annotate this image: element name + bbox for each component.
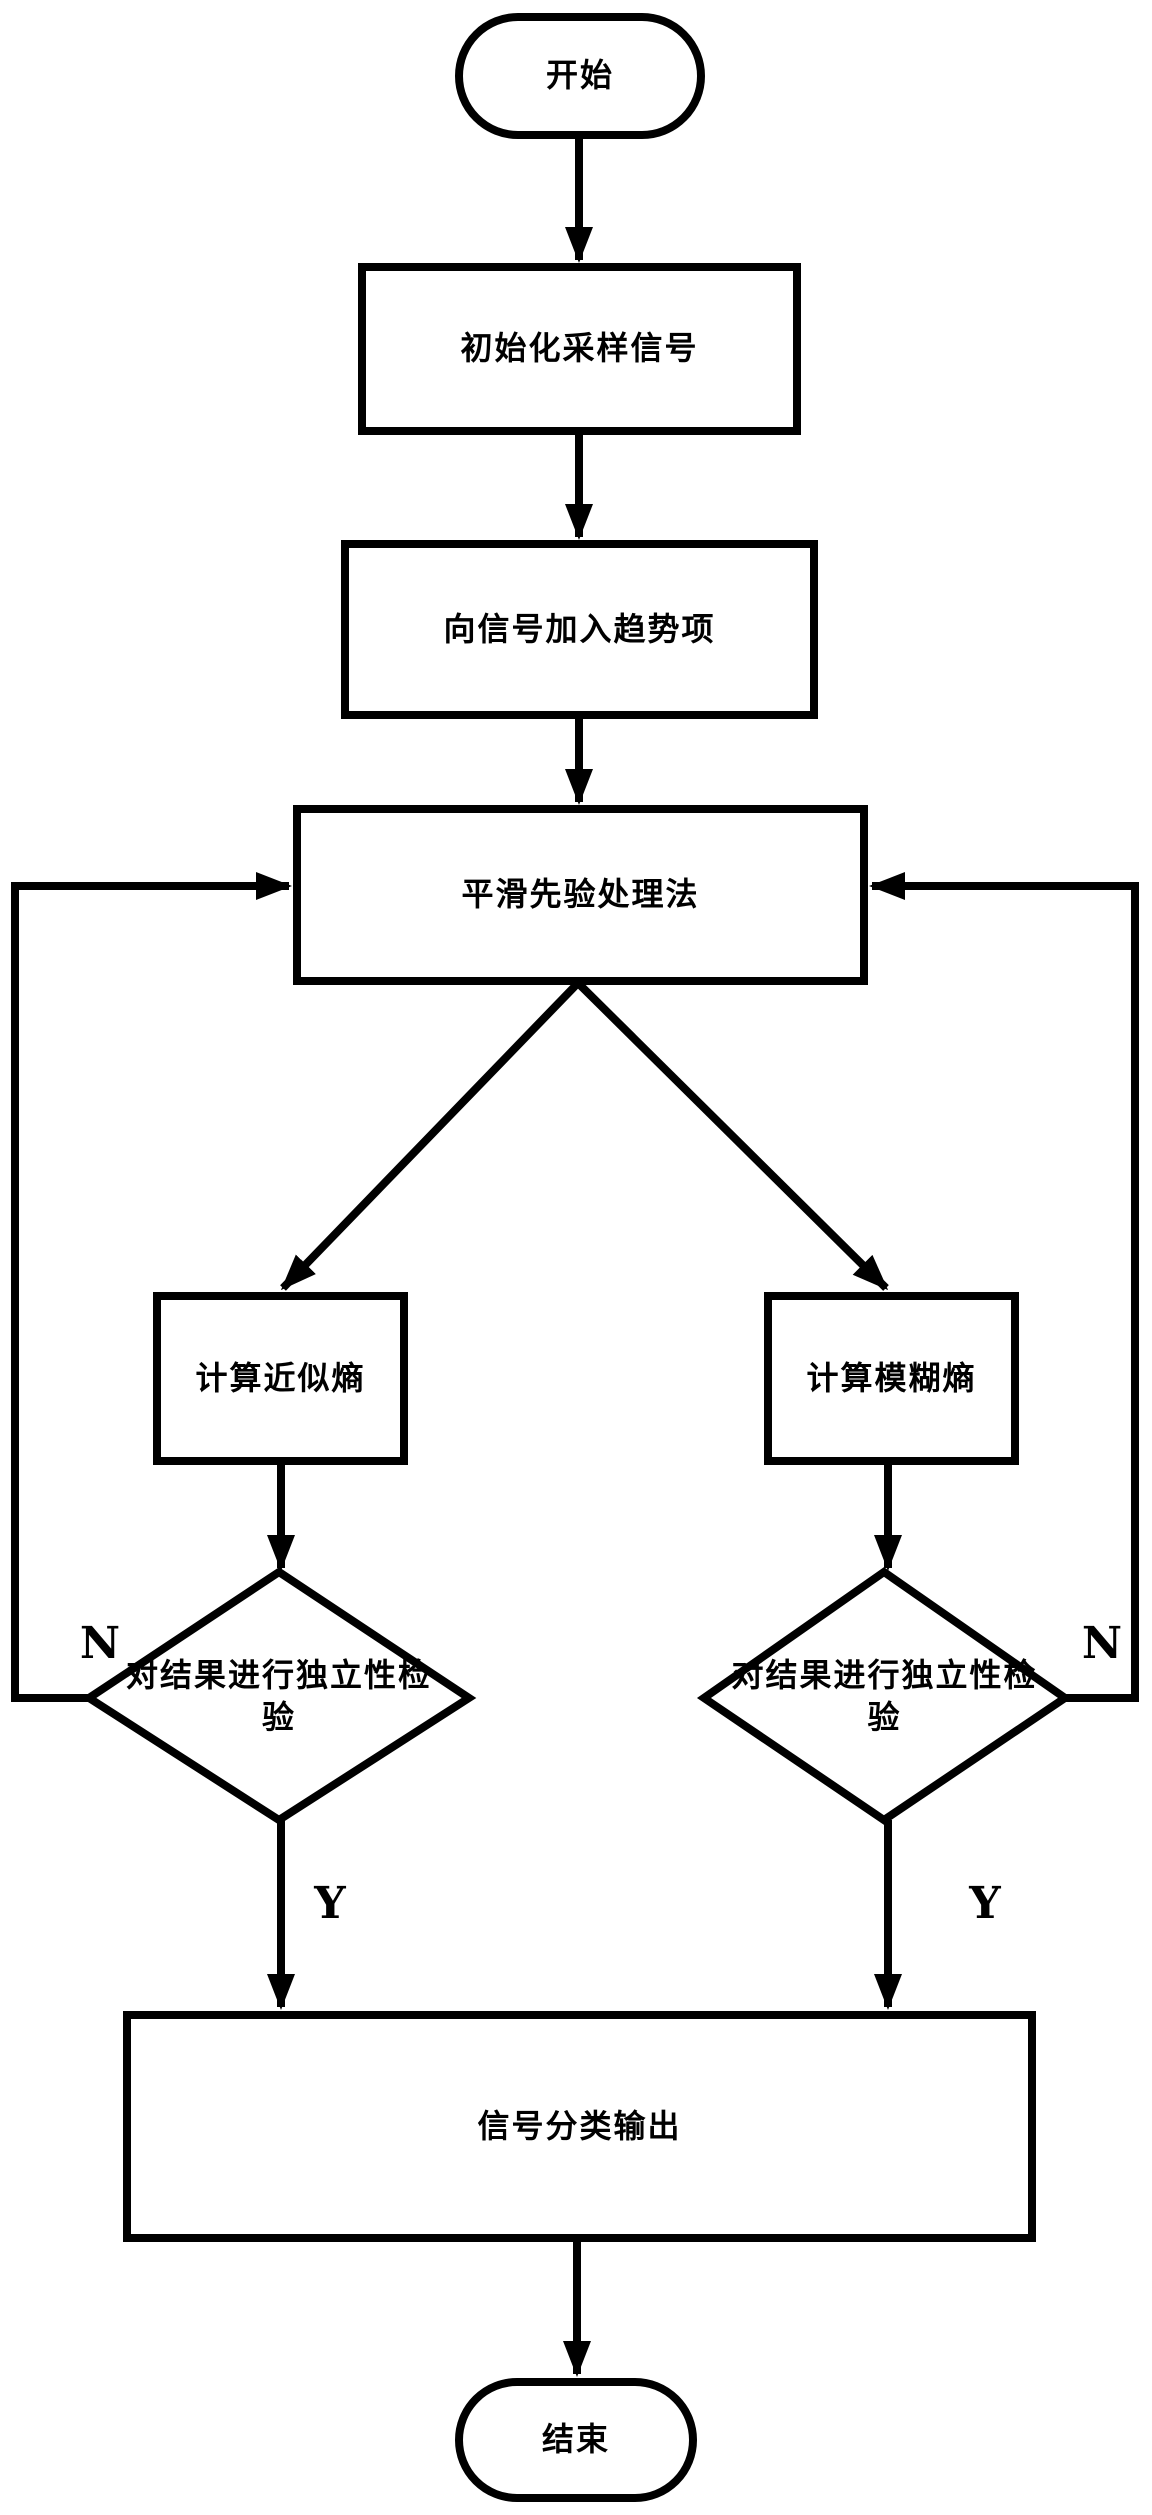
arrow-smooth-to-fuzzy-entropy bbox=[575, 980, 889, 1291]
loop-left-no-to-smooth bbox=[11, 872, 292, 1702]
loop-right-no-to-smooth bbox=[869, 872, 1139, 1702]
process-add-trend-term: 向信号加入趋势项 bbox=[341, 540, 818, 719]
start-label: 开始 bbox=[545, 56, 614, 95]
decision-diamond-right-shape bbox=[696, 1567, 1073, 1825]
process-compute-fuzzy-entropy: 计算模糊熵 bbox=[764, 1292, 1019, 1465]
end-label: 结束 bbox=[541, 2420, 610, 2459]
end-terminator: 结束 bbox=[455, 2378, 697, 2502]
decision-diamond-left-shape bbox=[81, 1567, 477, 1825]
label-n-right: N bbox=[1081, 1618, 1123, 1669]
start-terminator: 开始 bbox=[455, 13, 705, 139]
label-y-right: Y bbox=[969, 1878, 1001, 1929]
process-output-label: 信号分类输出 bbox=[477, 2106, 682, 2145]
process-init-sampling-signal: 初始化采样信号 bbox=[358, 263, 801, 435]
process-apen-label: 计算近似熵 bbox=[195, 1358, 366, 1397]
process-smooth-label: 平滑先验处理法 bbox=[461, 875, 700, 914]
arrow-smooth-to-approx-entropy bbox=[280, 980, 581, 1291]
label-y-left: Y bbox=[314, 1878, 346, 1929]
process-trend-label: 向信号加入趋势项 bbox=[443, 609, 716, 648]
process-init-label: 初始化采样信号 bbox=[460, 329, 699, 368]
decision-left-label: 对结果进行独立性检验 bbox=[125, 1655, 432, 1736]
decision-independence-test-left: 对结果进行独立性检验 bbox=[89, 1572, 469, 1820]
decision-right-label: 对结果进行独立性检验 bbox=[731, 1655, 1038, 1736]
process-fuzzy-label: 计算模糊熵 bbox=[806, 1358, 977, 1397]
label-n-left: N bbox=[79, 1618, 121, 1669]
process-compute-approximate-entropy: 计算近似熵 bbox=[153, 1292, 408, 1465]
decision-independence-test-right: 对结果进行独立性检验 bbox=[704, 1572, 1065, 1820]
process-smoothness-priors: 平滑先验处理法 bbox=[293, 805, 868, 985]
process-signal-classification-output: 信号分类输出 bbox=[123, 2011, 1036, 2242]
